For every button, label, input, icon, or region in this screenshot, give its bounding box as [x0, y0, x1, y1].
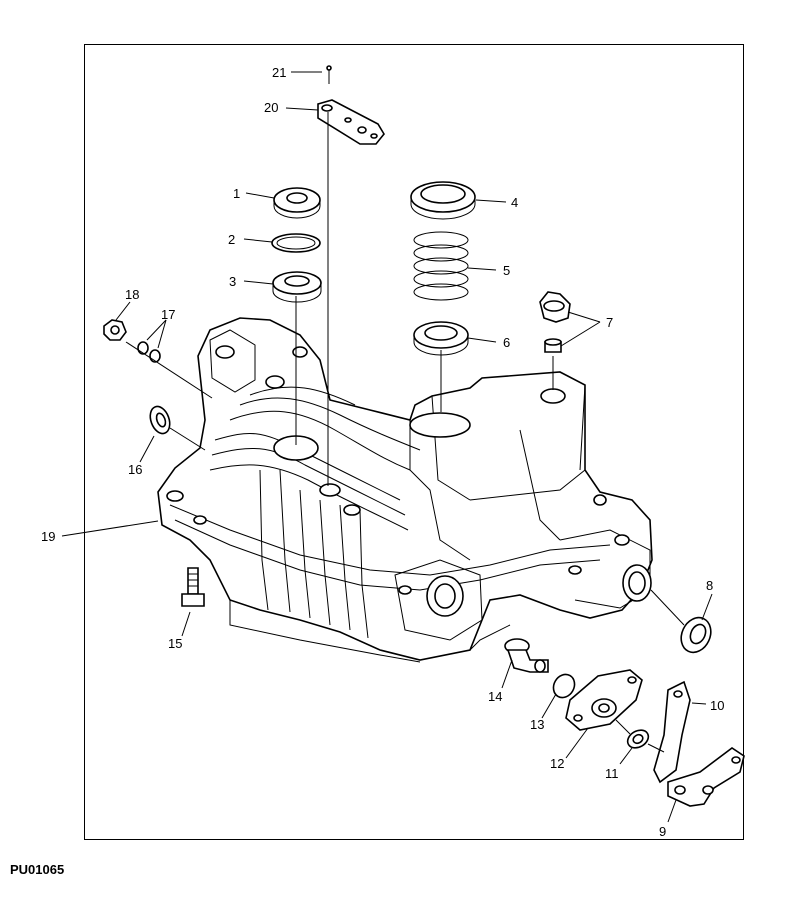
- diagram-frame: [84, 44, 744, 840]
- callout-1: 1: [233, 186, 240, 201]
- callout-7: 7: [606, 315, 613, 330]
- spring-5: [413, 231, 469, 301]
- callout-14: 14: [488, 689, 502, 704]
- cap-4: [410, 181, 476, 220]
- seal-6: [413, 321, 469, 356]
- bearing-3: [272, 271, 322, 303]
- callout-4: 4: [511, 195, 518, 210]
- callout-3: 3: [229, 274, 236, 289]
- callout-12: 12: [550, 756, 564, 771]
- callout-11: 11: [605, 766, 619, 781]
- callout-9: 9: [659, 824, 666, 839]
- seal-1: [273, 187, 321, 219]
- bracket-plate-9: [667, 747, 745, 807]
- callout-6: 6: [503, 335, 510, 350]
- callout-10: 10: [710, 698, 724, 713]
- bolt-15: [181, 567, 205, 607]
- pin-21: [326, 65, 332, 84]
- callout-19: 19: [41, 529, 55, 544]
- callout-2: 2: [228, 232, 235, 247]
- fitting-14: [504, 638, 549, 673]
- snap-ring-2: [271, 233, 321, 253]
- leader-lines: [61, 71, 713, 823]
- callout-8: 8: [706, 578, 713, 593]
- lever-arm-20: [317, 99, 385, 145]
- washer-11: [626, 729, 650, 749]
- callout-5: 5: [503, 263, 510, 278]
- callout-15: 15: [168, 636, 182, 651]
- nut-18: [103, 319, 127, 341]
- callout-labels: 21 20 1 2 3 4 5 6 7 8 9 10 11 12 13 14 1…: [41, 65, 724, 839]
- figure-code: PU01065: [10, 862, 65, 877]
- dipstick-cap-7: [539, 291, 571, 353]
- seal-8: [680, 616, 712, 654]
- transaxle-housing: [157, 317, 653, 663]
- callout-21: 21: [272, 65, 286, 80]
- callout-13: 13: [530, 717, 544, 732]
- bracket-arm-10: [653, 680, 691, 784]
- callout-18: 18: [125, 287, 139, 302]
- o-ring-13: [552, 673, 576, 699]
- seal-16: [149, 405, 171, 435]
- callout-16: 16: [128, 462, 142, 477]
- callout-17: 17: [161, 307, 175, 322]
- flange-12: [565, 669, 643, 731]
- callout-20: 20: [264, 100, 278, 115]
